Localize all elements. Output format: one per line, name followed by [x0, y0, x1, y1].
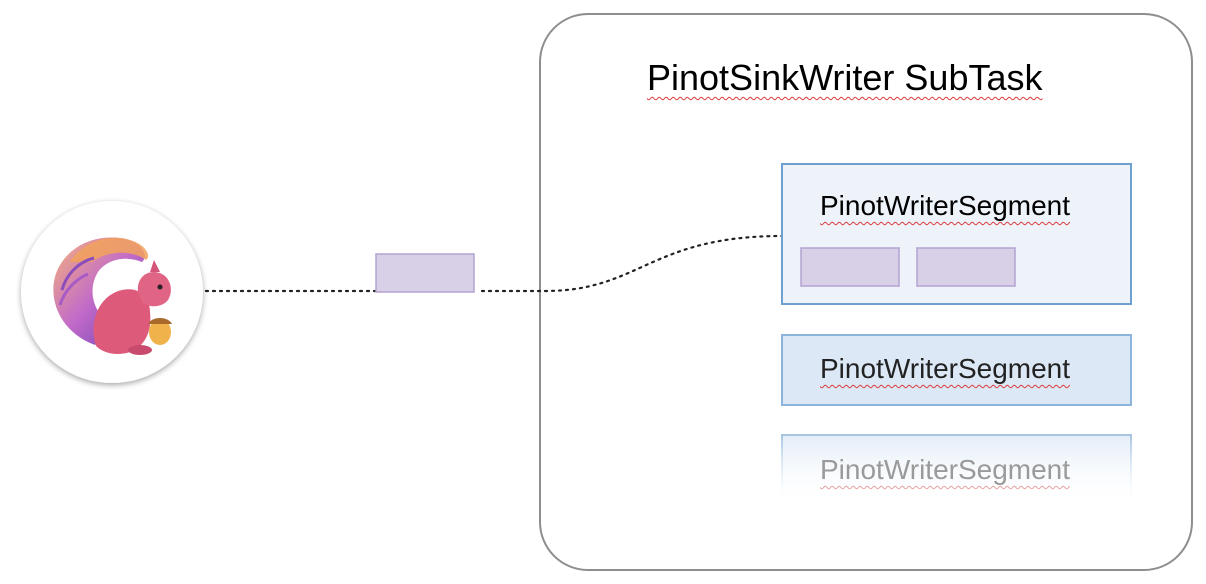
segment-record-1: [800, 247, 900, 287]
record-in-transit: [375, 253, 475, 293]
segment-box-queued: [781, 334, 1132, 406]
source-circle: [21, 201, 203, 383]
flink-squirrel-icon: [53, 237, 172, 355]
connector-record-to-segment: [480, 234, 784, 293]
source-node: [21, 201, 203, 383]
segment-box-faded: [781, 434, 1132, 508]
subtask-title: PinotSinkWriter SubTask: [647, 57, 1043, 98]
segment-label-active: PinotWriterSegment: [820, 190, 1071, 221]
segment-label-faded: PinotWriterSegment: [820, 454, 1071, 485]
segment-record-2: [916, 247, 1016, 287]
segment-label-queued: PinotWriterSegment: [820, 353, 1071, 384]
